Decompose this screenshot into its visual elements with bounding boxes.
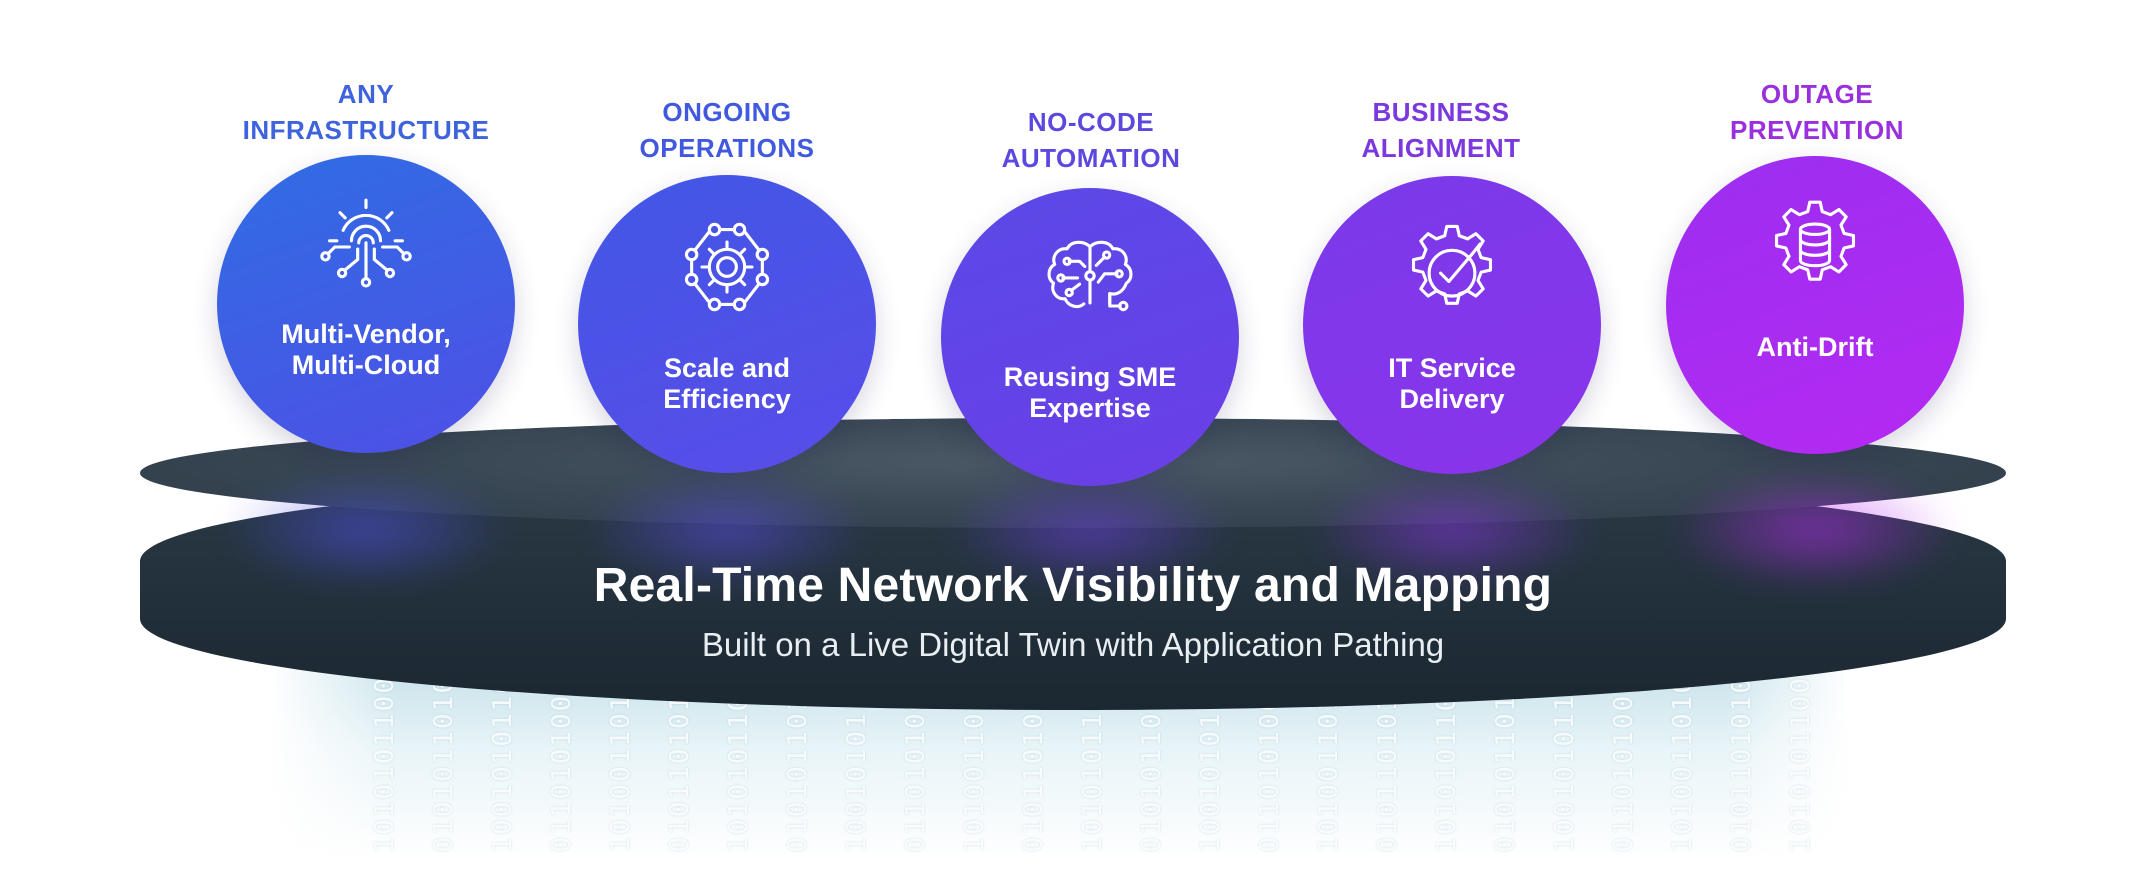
pillar-label: IT Service Delivery	[1323, 353, 1581, 415]
binary-column: 0101101010	[1727, 676, 1757, 853]
pillar-circle: Reusing SME Expertise	[941, 188, 1239, 486]
pillar-label: Multi-Vendor, Multi-Cloud	[237, 319, 495, 381]
pillar-heading-line: AUTOMATION	[1001, 143, 1181, 173]
pillar-heading-line: NO-CODE	[1027, 107, 1155, 137]
pillar-heading: ONGOING OPERATIONS	[547, 94, 907, 166]
pillar-heading: OUTAGE PREVENTION	[1637, 76, 1997, 148]
pillar-circle: Scale and Efficiency	[578, 175, 876, 473]
gear-check-icon	[1411, 224, 1493, 305]
pillar-label-line: Reusing SME	[1003, 362, 1177, 392]
pillar-heading-line: OPERATIONS	[639, 133, 815, 163]
pillar-label-line: Scale and	[663, 353, 791, 383]
pillar-label-line: Multi-Cloud	[291, 350, 441, 380]
pillar-label-line: Multi-Vendor,	[281, 319, 451, 349]
gear-network-icon	[684, 222, 770, 312]
pillar-heading-line: PREVENTION	[1729, 115, 1905, 145]
pillar-circle: Multi-Vendor, Multi-Cloud	[217, 155, 515, 453]
pillar-label-line: Expertise	[1029, 393, 1151, 423]
pillar-label-line: Delivery	[1399, 384, 1505, 414]
binary-column: 0110101001	[547, 676, 577, 853]
pillar-heading-line: ANY	[337, 79, 395, 109]
pillar-heading: ANY INFRASTRUCTURE	[186, 76, 546, 148]
pillar-heading: NO-CODE AUTOMATION	[911, 104, 1271, 176]
pillar-heading-line: ONGOING	[662, 97, 792, 127]
pillar-heading-line: OUTAGE	[1760, 79, 1874, 109]
pillar-heading: BUSINESS ALIGNMENT	[1261, 94, 1621, 166]
pillar-label-line: Efficiency	[663, 384, 791, 414]
binary-column: 1010101100	[370, 676, 400, 853]
pillar-label: Anti-Drift	[1686, 332, 1944, 363]
pillar-reflection	[221, 470, 511, 590]
platform-title: Real-Time Network Visibility and Mapping	[593, 559, 1553, 612]
binary-column: 0101011010	[1491, 676, 1521, 853]
pillar-reflection	[945, 470, 1235, 590]
pillar-reflection	[1307, 470, 1597, 590]
pillar-reflection	[582, 470, 872, 590]
gear-database-icon	[1774, 200, 1856, 281]
pillar-circle: Anti-Drift	[1666, 156, 1964, 454]
pillar-label: Scale and Efficiency	[598, 353, 856, 415]
pillar-reflection	[1670, 470, 1960, 590]
pillar-label-line: IT Service	[1388, 353, 1516, 383]
pillar-label-line: Anti-Drift	[1756, 332, 1874, 362]
binary-column: 0101011010	[429, 676, 459, 853]
binary-column: 1010101100	[1786, 676, 1816, 853]
binary-column: 1001010110	[488, 676, 518, 853]
pillar-heading-line: BUSINESS	[1372, 97, 1510, 127]
pillar-heading-line: INFRASTRUCTURE	[242, 115, 490, 145]
fingerprint-gear-icon	[320, 198, 412, 288]
binary-column: 1001010110	[1550, 676, 1580, 853]
pillar-label: Reusing SME Expertise	[961, 362, 1219, 424]
binary-column: 1010011010	[606, 676, 636, 853]
binary-column: 0110101001	[1609, 676, 1639, 853]
binary-column: 0101101010	[665, 676, 695, 853]
pillar-heading-line: ALIGNMENT	[1361, 133, 1521, 163]
brain-circuit-icon	[1047, 240, 1133, 312]
binary-column: 1010011010	[1668, 676, 1698, 853]
pillar-circle: IT Service Delivery	[1303, 176, 1601, 474]
platform-subtitle: Built on a Live Digital Twin with Applic…	[701, 626, 1445, 663]
